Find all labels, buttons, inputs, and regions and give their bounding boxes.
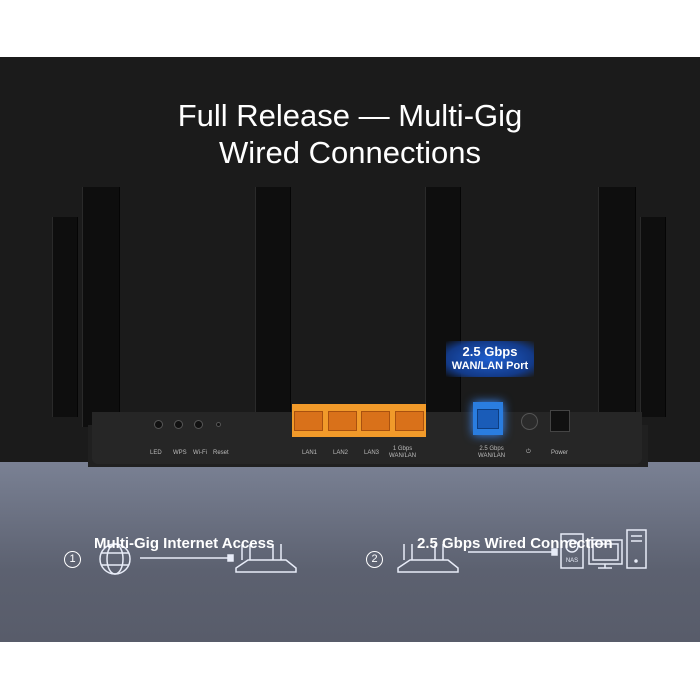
reset-hole: [216, 422, 221, 427]
callout-speed: 2.5 Gbps: [462, 344, 518, 359]
internet-to-router-diagram: [99, 543, 297, 575]
power-button: [521, 413, 538, 430]
wan-port-callout: 2.5 Gbps WAN/LAN Port: [446, 341, 534, 377]
wan-2-5g-port: [473, 402, 503, 435]
pc-tower-icon: [626, 529, 647, 569]
label-wan-1g-speed: 1 Gbps: [392, 446, 413, 452]
label-lan3: LAN3: [364, 450, 380, 456]
power-symbol-icon: ⏻: [526, 449, 531, 455]
feature-number-1: 1: [64, 551, 81, 568]
svg-text:NAS: NAS: [566, 558, 578, 564]
antenna: [255, 187, 291, 427]
antenna: [52, 217, 78, 417]
wps-button: [174, 420, 183, 429]
router-to-devices-diagram: NAS: [397, 529, 647, 573]
label-lan1: LAN1: [302, 450, 318, 456]
label-power: Power: [551, 450, 569, 456]
wifi-button: [194, 420, 203, 429]
label-wan-1g-type: WAN/LAN: [389, 453, 417, 459]
ethernet-port-icon: [327, 410, 357, 431]
feature-caption-2: 2.5 Gbps Wired Connection: [417, 535, 613, 552]
antenna: [598, 187, 636, 427]
lan-ports-group: [292, 404, 426, 437]
ethernet-port-icon: [361, 410, 391, 431]
label-wps: WPS: [173, 450, 187, 456]
label-wan-2-5g-type: WAN/LAN: [478, 453, 506, 459]
headline-line-1: Full Release — Multi-Gig: [177, 98, 523, 133]
headline: Full Release — Multi-Gig Wired Connectio…: [0, 97, 700, 171]
router-icon: [397, 544, 459, 573]
router-icon: [235, 544, 297, 573]
label-reset: Reset: [213, 450, 229, 456]
monitor-icon: [588, 539, 623, 569]
label-wan-2-5g-speed: 2.5 Gbps: [479, 446, 504, 452]
ethernet-port-icon: [477, 408, 499, 429]
nas-icon: NAS: [560, 533, 584, 569]
headline-line-2: Wired Connections: [219, 135, 481, 170]
callout-port: WAN/LAN Port: [451, 360, 529, 372]
led-button: [154, 420, 163, 429]
label-wifi: Wi-Fi: [193, 450, 207, 456]
ethernet-port-icon: [394, 410, 424, 431]
feature-caption-1: Multi-Gig Internet Access: [94, 535, 275, 552]
antenna: [82, 187, 120, 427]
power-jack: [550, 410, 570, 432]
antenna: [640, 217, 666, 417]
feature-number-2: 2: [366, 551, 383, 568]
antenna: [425, 187, 461, 427]
label-led: LED: [150, 450, 162, 456]
label-lan2: LAN2: [333, 450, 349, 456]
globe-icon: [99, 543, 131, 575]
ethernet-port-icon: [294, 410, 324, 431]
